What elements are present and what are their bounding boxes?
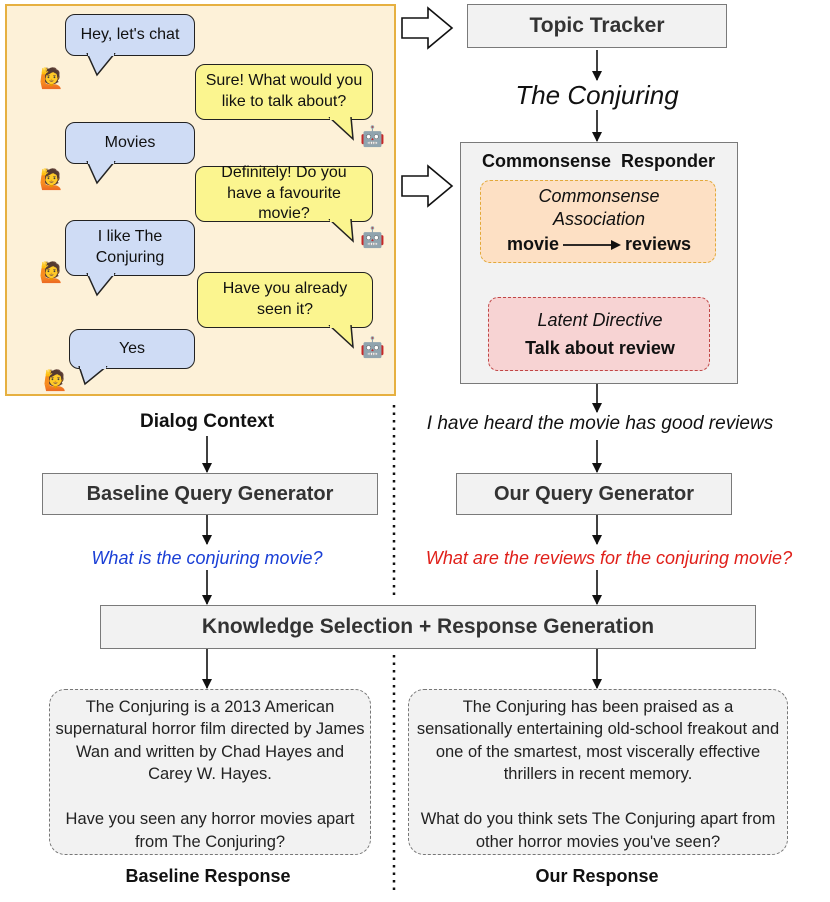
topic-tracker-box: Topic Tracker xyxy=(467,4,727,48)
message-text: Hey, let's chat xyxy=(80,25,180,43)
commonsense-responder-box: Commonsense Responder Commonsense Associ… xyxy=(460,142,738,384)
bubble-tail xyxy=(78,366,108,386)
robot-icon: 🤖 xyxy=(360,337,385,359)
baseline-response-text: The Conjuring is a 2013 American superna… xyxy=(55,698,365,851)
our-response-text: The Conjuring has been praised as a sens… xyxy=(416,698,780,851)
baseline-response-box: The Conjuring is a 2013 American superna… xyxy=(49,689,371,855)
bubble-tail xyxy=(86,53,116,77)
message-text: Definitely! Do you have a favourite movi… xyxy=(221,163,347,223)
person-raising-hand-icon: 🙋 xyxy=(39,68,64,90)
bot-message-bubble: Have you already seen it? xyxy=(197,272,373,328)
directive-value: Talk about review xyxy=(525,338,675,358)
association-relation: movie reviews xyxy=(481,234,717,255)
person-raising-hand-icon: 🙋 xyxy=(39,169,64,191)
user-message-bubble: Yes xyxy=(69,329,195,369)
latent-directive-box: Latent Directive Talk about review xyxy=(488,297,710,371)
bubble-tail xyxy=(86,161,116,185)
association-title: Commonsense Association xyxy=(538,186,660,230)
dialog-context-panel: Hey, let's chat 🙋 Sure! What would you l… xyxy=(5,4,396,396)
dialog-context-label: Dialog Context xyxy=(139,411,275,432)
user-message-bubble: Movies xyxy=(65,122,195,164)
baseline-query: What is the conjuring movie? xyxy=(91,548,323,568)
message-text: I like The Conjuring xyxy=(95,228,165,266)
directive-title: Latent Directive xyxy=(537,310,663,330)
bubble-tail xyxy=(86,273,116,297)
our-query-generator-label: Our Query Generator xyxy=(493,482,695,505)
long-arrow-icon xyxy=(562,239,621,250)
topic-tracker-title: Topic Tracker xyxy=(529,14,665,37)
robot-icon: 🤖 xyxy=(360,227,385,249)
user-message-bubble: Hey, let's chat xyxy=(65,14,195,56)
message-text: Yes xyxy=(118,339,146,357)
bubble-tail xyxy=(328,325,354,349)
commonsense-output: I have heard the movie has good reviews xyxy=(426,413,774,434)
association-to: reviews xyxy=(624,234,692,254)
commonsense-responder-title: Commonsense Responder xyxy=(481,151,716,171)
bubble-tail xyxy=(328,219,354,243)
bot-message-bubble: Definitely! Do you have a favourite movi… xyxy=(195,163,373,223)
association-from: movie xyxy=(506,234,559,254)
topic-output: The Conjuring xyxy=(515,80,679,110)
baseline-response-label: Baseline Response xyxy=(125,866,291,886)
user-message-bubble: I like The Conjuring xyxy=(65,220,195,276)
robot-icon: 🤖 xyxy=(360,126,385,148)
baseline-query-generator-label: Baseline Query Generator xyxy=(86,482,334,505)
knowledge-selection-title: Knowledge Selection + Response Generatio… xyxy=(201,615,655,638)
our-response-box: The Conjuring has been praised as a sens… xyxy=(408,689,788,855)
our-response-label: Our Response xyxy=(535,866,659,886)
knowledge-selection-box: Knowledge Selection + Response Generatio… xyxy=(100,605,756,649)
commonsense-association-box: Commonsense Association movie reviews xyxy=(480,180,716,263)
message-text: Have you already seen it? xyxy=(222,280,348,318)
our-query: What are the reviews for the conjuring m… xyxy=(425,548,793,568)
baseline-query-generator-box: Baseline Query Generator xyxy=(42,473,378,515)
message-text: Movies xyxy=(104,133,156,151)
bubble-tail xyxy=(328,117,354,141)
bot-message-bubble: Sure! What would you like to talk about? xyxy=(195,64,373,120)
person-raising-hand-icon: 🙋 xyxy=(43,370,68,392)
person-raising-hand-icon: 🙋 xyxy=(39,262,64,284)
our-query-generator-box: Our Query Generator xyxy=(456,473,732,515)
hollow-arrow-to-topic-tracker xyxy=(401,6,454,50)
message-text: Sure! What would you like to talk about? xyxy=(205,72,363,110)
hollow-arrow-to-commonsense xyxy=(401,164,454,208)
